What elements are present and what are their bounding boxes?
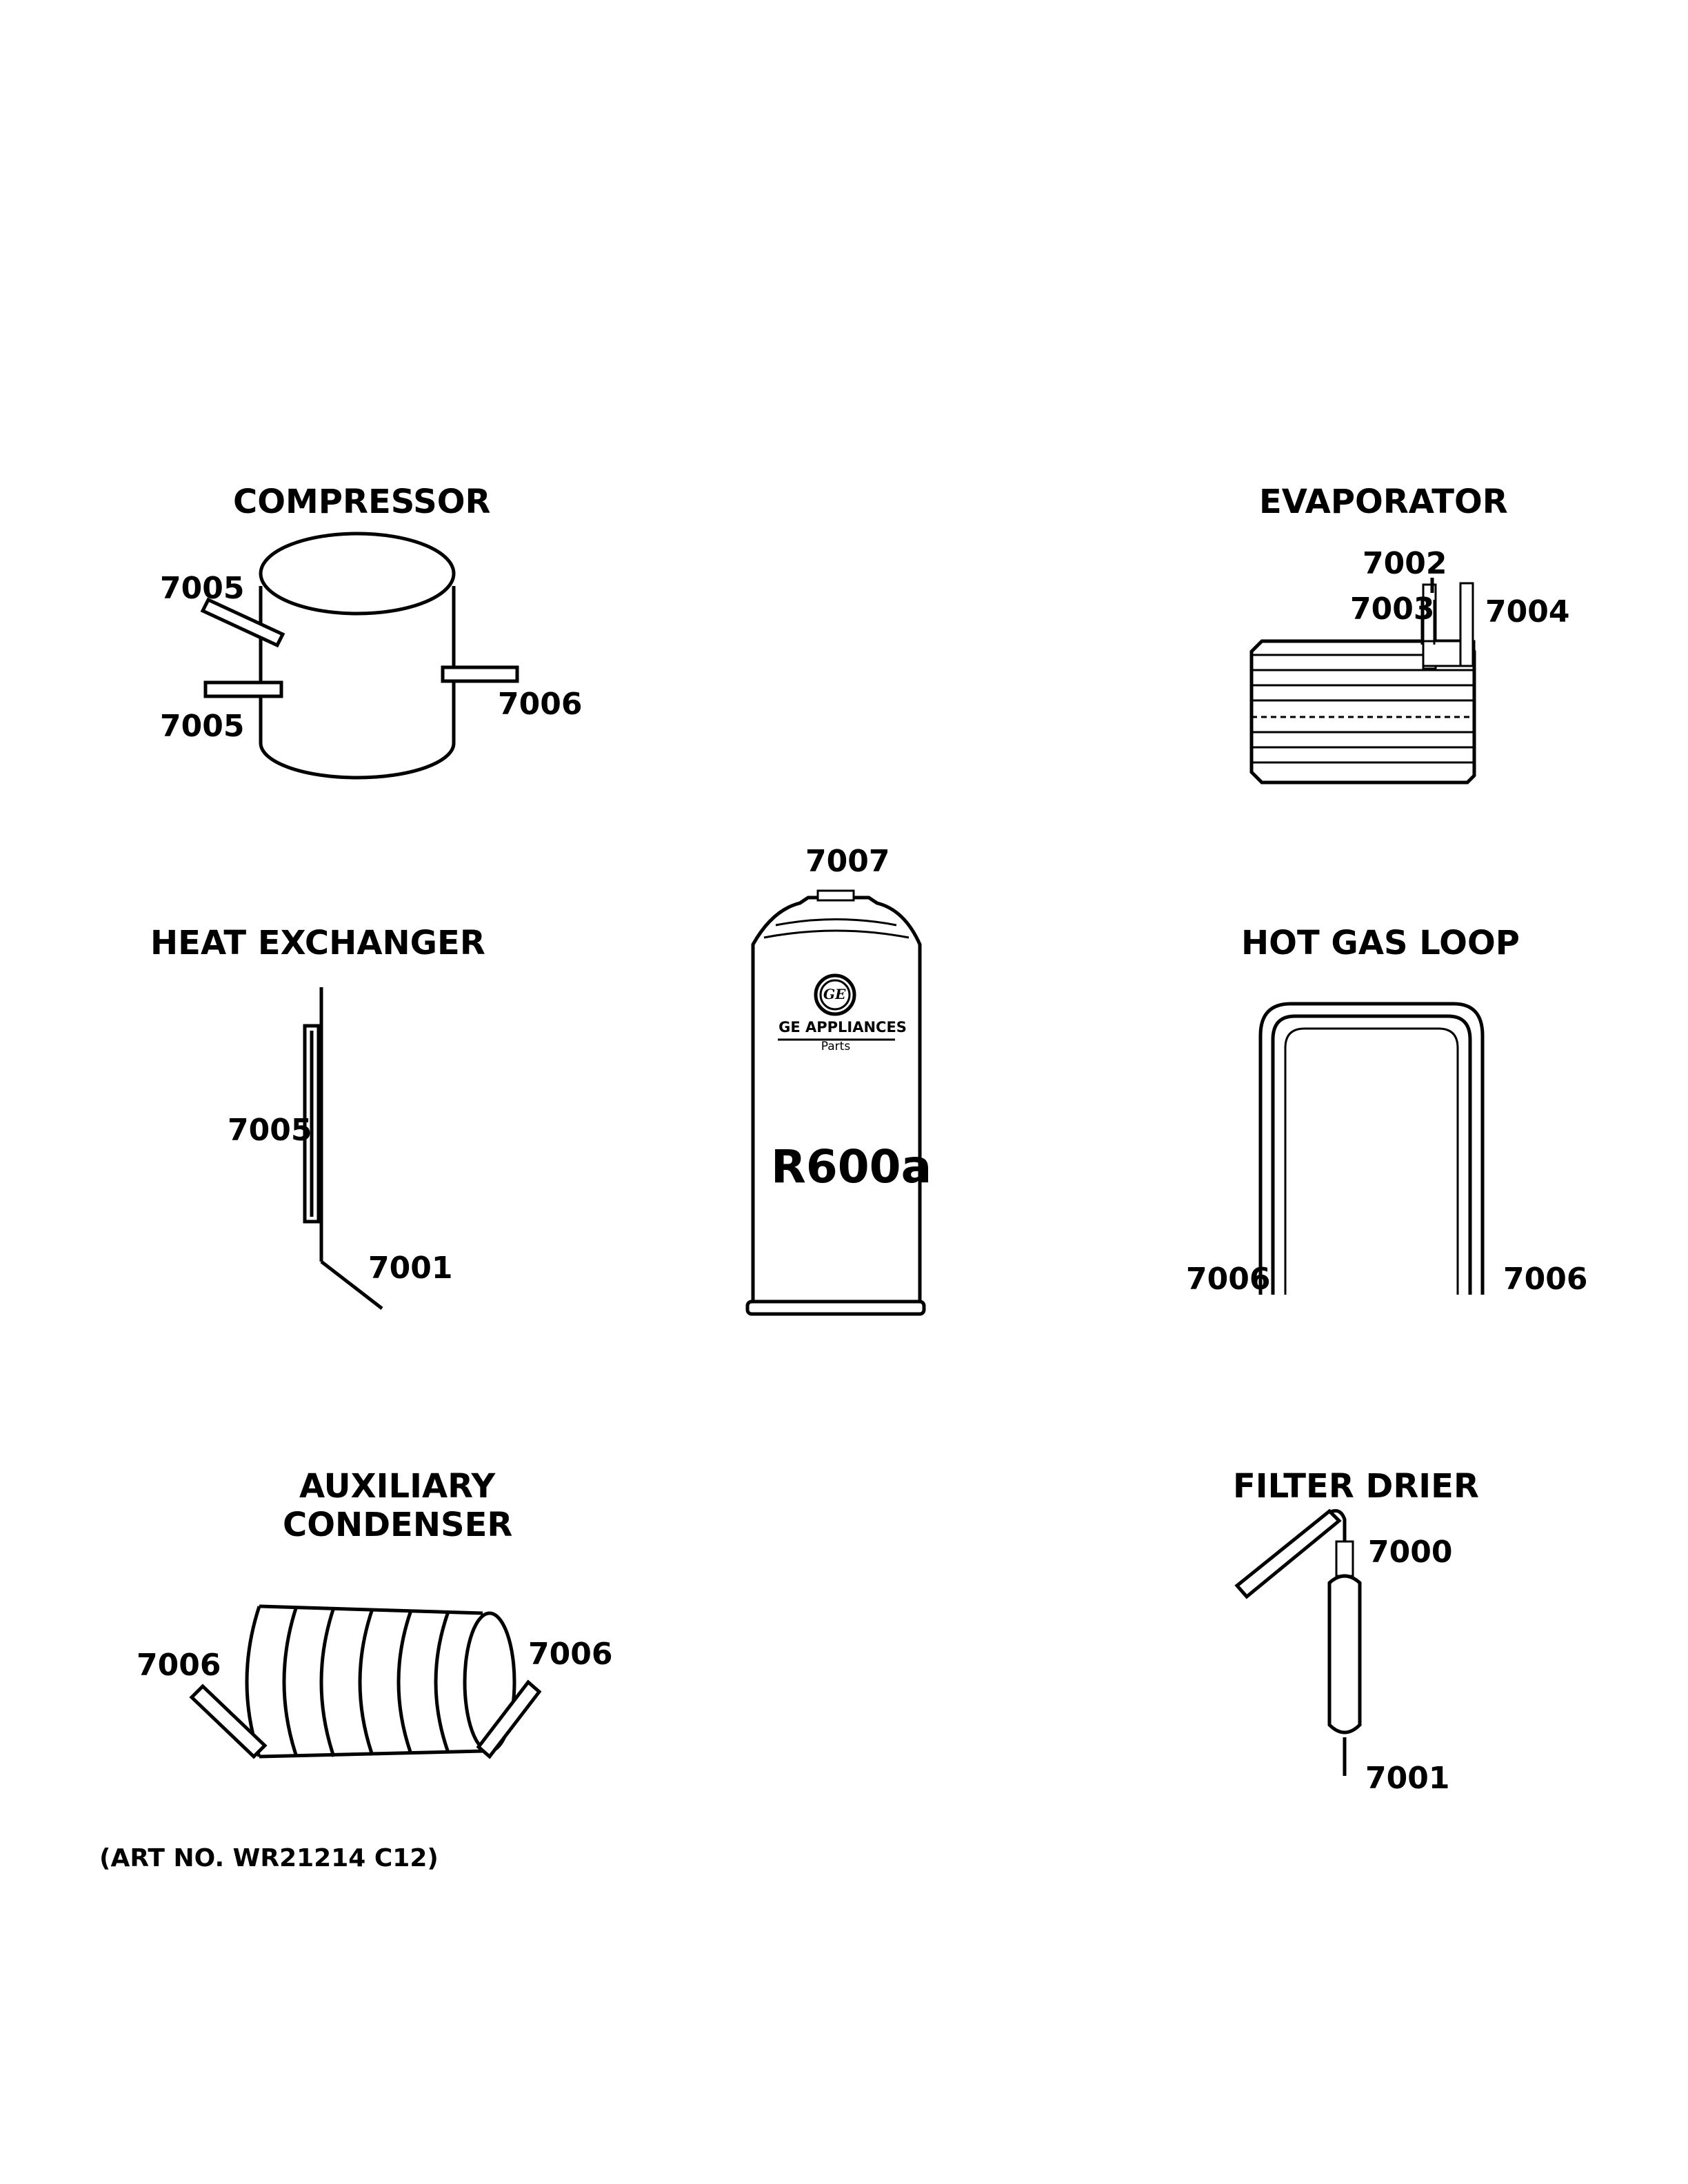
hot-gas-loop-title: HOT GAS LOOP: [1241, 924, 1520, 962]
ge-logo-icon: GE: [823, 986, 846, 1002]
heat-exchanger-callout-7001: 7001: [368, 1251, 453, 1286]
compressor-callout-7005-upper: 7005: [160, 571, 245, 606]
hot-gas-loop-callout-7006-right: 7006: [1503, 1262, 1588, 1297]
evaporator-callout-7002: 7002: [1363, 546, 1447, 581]
compressor-callout-7005-lower: 7005: [160, 709, 245, 744]
hot-gas-loop-callout-7006-left: 7006: [1186, 1262, 1271, 1297]
refrigerant-can-drawing: [745, 889, 926, 1316]
aux-condenser-title-line1: AUXILIARY: [299, 1467, 496, 1506]
heat-exchanger-drawing: [303, 987, 383, 1310]
can-refrigerant-label: R600a: [771, 1140, 932, 1193]
filter-drier-callout-7000: 7000: [1368, 1535, 1453, 1570]
hot-gas-loop-drawing: [1258, 1002, 1485, 1295]
refrigerant-callout-7007: 7007: [805, 844, 890, 879]
compressor-title: COMPRESSOR: [233, 483, 491, 521]
heat-exchanger-callout-7005: 7005: [228, 1113, 312, 1148]
evaporator-callout-7004: 7004: [1485, 594, 1570, 629]
aux-condenser-title-line2: CONDENSER: [283, 1506, 513, 1544]
can-brand-label: GE APPLIANCES: [778, 1019, 907, 1035]
compressor-drawing: [200, 532, 519, 780]
aux-condenser-callout-7006-right: 7006: [528, 1637, 613, 1672]
aux-condenser-callout-7006-left: 7006: [137, 1648, 221, 1683]
evaporator-drawing: [1249, 578, 1476, 785]
art-number-label: (ART NO. WR21214 C12): [99, 1844, 439, 1872]
heat-exchanger-title: HEAT EXCHANGER: [150, 924, 485, 962]
evaporator-callout-7003: 7003: [1350, 592, 1435, 627]
filter-drier-drawing: [1234, 1508, 1362, 1776]
filter-drier-title: FILTER DRIER: [1233, 1467, 1479, 1506]
compressor-callout-7006: 7006: [498, 687, 583, 722]
can-brand-sub-label: Parts: [821, 1040, 851, 1053]
filter-drier-callout-7001: 7001: [1365, 1761, 1450, 1796]
evaporator-title: EVAPORATOR: [1259, 483, 1508, 521]
aux-condenser-drawing: [189, 1604, 542, 1759]
